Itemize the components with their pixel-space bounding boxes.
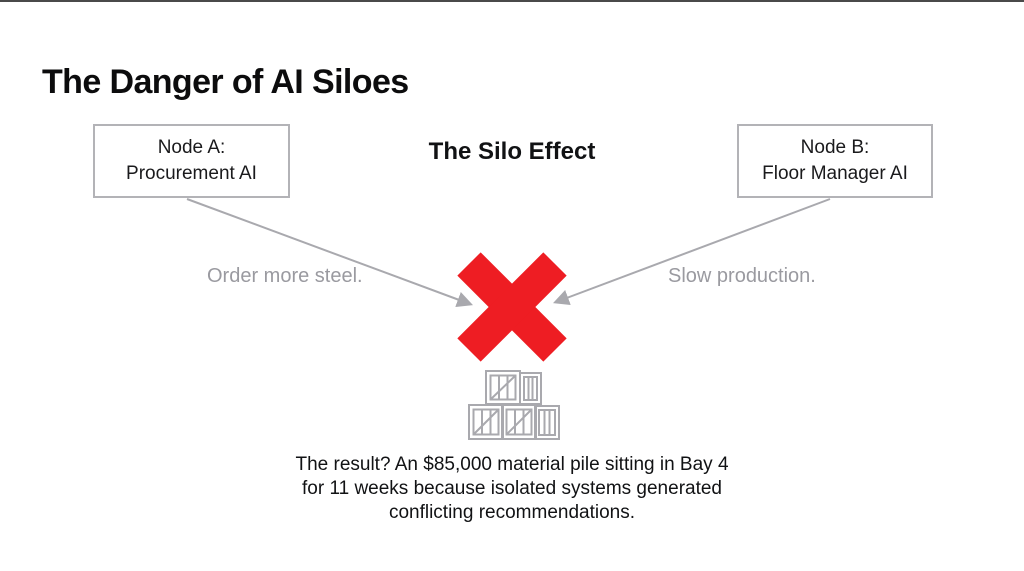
top-edge-line bbox=[0, 0, 1024, 2]
node-a-subtitle: Procurement AI bbox=[126, 163, 257, 184]
silo-effect-heading: The Silo Effect bbox=[428, 138, 596, 165]
result-line: conflicting recommendations. bbox=[388, 502, 636, 523]
red-x-icon bbox=[457, 252, 567, 362]
node-b-subtitle: Floor Manager AI bbox=[762, 163, 908, 184]
node-b-box: Node B: Floor Manager AI bbox=[737, 124, 933, 198]
node-a-box: Node A: Procurement AI bbox=[93, 124, 290, 198]
connector-arrow-left bbox=[186, 198, 474, 308]
crates-icon bbox=[468, 370, 560, 440]
node-b-message: Slow production. bbox=[668, 265, 816, 287]
node-b-title: Node B: bbox=[800, 137, 870, 158]
result-line: for 11 weeks because isolated systems ge… bbox=[302, 478, 722, 499]
node-a-message: Order more steel. bbox=[207, 265, 363, 287]
node-a-title: Node A: bbox=[157, 137, 226, 158]
page-title: The Danger of AI Siloes bbox=[42, 62, 409, 101]
result-text: The result? An $85,000 material pile sit… bbox=[0, 453, 1024, 525]
result-line: The result? An $85,000 material pile sit… bbox=[295, 454, 729, 475]
